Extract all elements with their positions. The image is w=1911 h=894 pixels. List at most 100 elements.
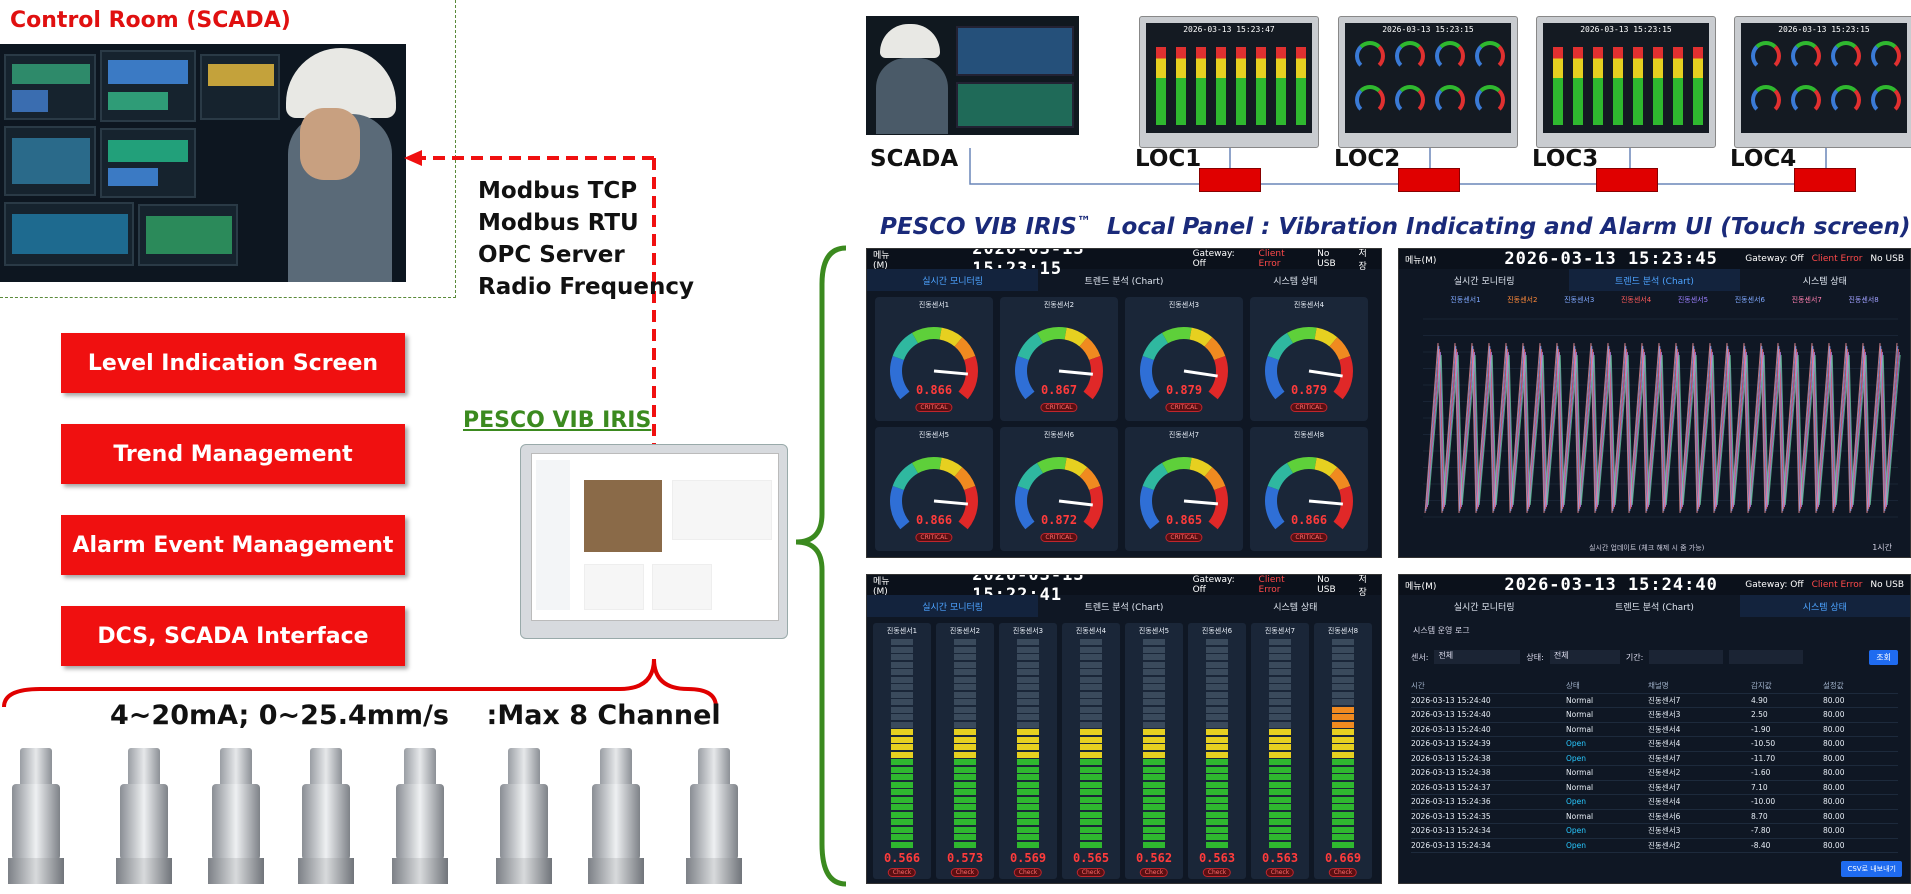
level-segment [1017, 736, 1039, 743]
gauge-arc [890, 485, 910, 530]
level-segment [1017, 819, 1039, 825]
local-label: LOC1 [1135, 146, 1202, 172]
level-value: 0.565 [1072, 851, 1110, 865]
gauge-title: 진동센서7 [1168, 431, 1200, 439]
tab-system[interactable]: 시스템 상태 [1802, 276, 1847, 287]
level-segment [1017, 744, 1039, 750]
level-segment [1017, 774, 1039, 780]
legend-item[interactable]: 진동센서3 [1564, 296, 1595, 304]
legend-item[interactable]: 진동센서7 [1791, 296, 1822, 304]
legend-item[interactable]: 진동센서4 [1620, 296, 1652, 304]
sensor-filter[interactable]: 전체 [1434, 650, 1521, 664]
vibration-sensor [686, 748, 742, 886]
gauge-arc [1213, 355, 1228, 372]
level-segment [1017, 826, 1039, 833]
gauge-arc [912, 327, 942, 344]
gauge-status-badge: CRITICAL [1040, 403, 1078, 412]
level-segment [1269, 766, 1291, 773]
control-room-frame [0, 0, 456, 298]
vibration-sensor [496, 748, 552, 886]
tab-realtime[interactable]: 실시간 모니터링 [1453, 602, 1515, 613]
menu-button[interactable]: 메뉴(M) [1405, 255, 1437, 266]
menu-button[interactable]: 메뉴(M) [1405, 581, 1437, 592]
trend-chart [1423, 318, 1901, 518]
level-segment [1269, 819, 1291, 825]
tab-system[interactable]: 시스템 상태 [1739, 595, 1910, 617]
legend-item[interactable]: 진동센서2 [1507, 296, 1538, 304]
level-value: 0.563 [1198, 851, 1236, 865]
level-bar [1216, 47, 1226, 125]
legend-item[interactable]: 진동센서5 [1677, 296, 1709, 304]
level-segment [1080, 804, 1102, 810]
gauge-dial [1265, 457, 1353, 530]
level-segment [891, 654, 913, 660]
level-segment [954, 699, 976, 705]
level-segment [1269, 751, 1291, 758]
tab-trend[interactable]: 트렌드 분석 (Chart) [1084, 276, 1164, 287]
filter-bar: 센서: 전체 상태: 전체 기간: 조회 [1411, 647, 1898, 667]
scada-photo [866, 16, 1079, 135]
csv-export-button[interactable]: CSV로 내보내기 [1841, 861, 1902, 877]
tab-realtime[interactable]: 실시간 모니터링 [1453, 276, 1515, 287]
tab-realtime[interactable]: 실시간 모니터링 [867, 595, 1039, 617]
gauge-arc [890, 355, 910, 400]
tab-realtime[interactable]: 실시간 모니터링 [867, 269, 1039, 291]
level-segment [1332, 759, 1354, 765]
local-panel-screen: 2026-03-13 15:23:15 [1734, 16, 1911, 148]
save-toggle[interactable]: 저장 [1358, 249, 1367, 272]
gauge-title: 진동센서2 [1043, 301, 1075, 309]
save-toggle[interactable]: 저장 [1358, 575, 1367, 598]
timestamp: 2026-03-13 15:24:40 [1504, 575, 1718, 595]
legend-item[interactable]: 진동센서1 [1450, 296, 1481, 304]
search-button[interactable]: 조회 [1869, 649, 1898, 665]
level-segment [1332, 766, 1354, 773]
legend-item[interactable]: 진동센서8 [1848, 296, 1879, 304]
table-cell: 80.00 [1823, 695, 1845, 705]
tab-trend[interactable]: 트렌드 분석 (Chart) [1084, 602, 1164, 613]
level-segment [1332, 684, 1354, 690]
level-segment [954, 811, 976, 818]
gauge-arc [1079, 337, 1101, 361]
mini-gauge [1435, 41, 1465, 71]
vibration-sensor [588, 748, 644, 886]
control-room-title: Control Room (SCADA) [10, 8, 291, 33]
level-segment [1017, 706, 1039, 713]
date-from-field[interactable] [1649, 650, 1724, 664]
tab-system[interactable]: 시스템 상태 [1273, 276, 1318, 287]
vibration-sensor [392, 748, 448, 886]
tab-system[interactable]: 시스템 상태 [1273, 602, 1318, 613]
gauge-needle [1308, 499, 1343, 506]
tab-trend[interactable]: 트렌드 분석 (Chart) [1615, 602, 1694, 613]
level-segment [954, 744, 976, 750]
level-segment [1080, 759, 1102, 765]
range-select[interactable]: 1시간 [1872, 543, 1892, 552]
level-segment [1080, 676, 1102, 683]
legend-item[interactable]: 진동센서6 [1734, 296, 1765, 304]
menu-button[interactable]: 메뉴(M) [873, 576, 890, 597]
status-filter[interactable]: 전체 [1549, 650, 1620, 664]
tab-trend[interactable]: 트렌드 분석 (Chart) [1569, 269, 1740, 291]
level-segment [954, 834, 976, 840]
gauge-arc [1208, 370, 1228, 400]
level-bar [1296, 47, 1306, 125]
gauge-arc [1083, 370, 1103, 400]
date-to-field[interactable] [1729, 650, 1804, 664]
level-segment [891, 826, 913, 833]
trend-series-line [1427, 354, 1901, 506]
menu-button[interactable]: 메뉴(M) [873, 250, 890, 271]
realtime-toggle-label[interactable]: 실시간 업데이트 (체크 해제 시 줌 가능) [1589, 544, 1705, 552]
